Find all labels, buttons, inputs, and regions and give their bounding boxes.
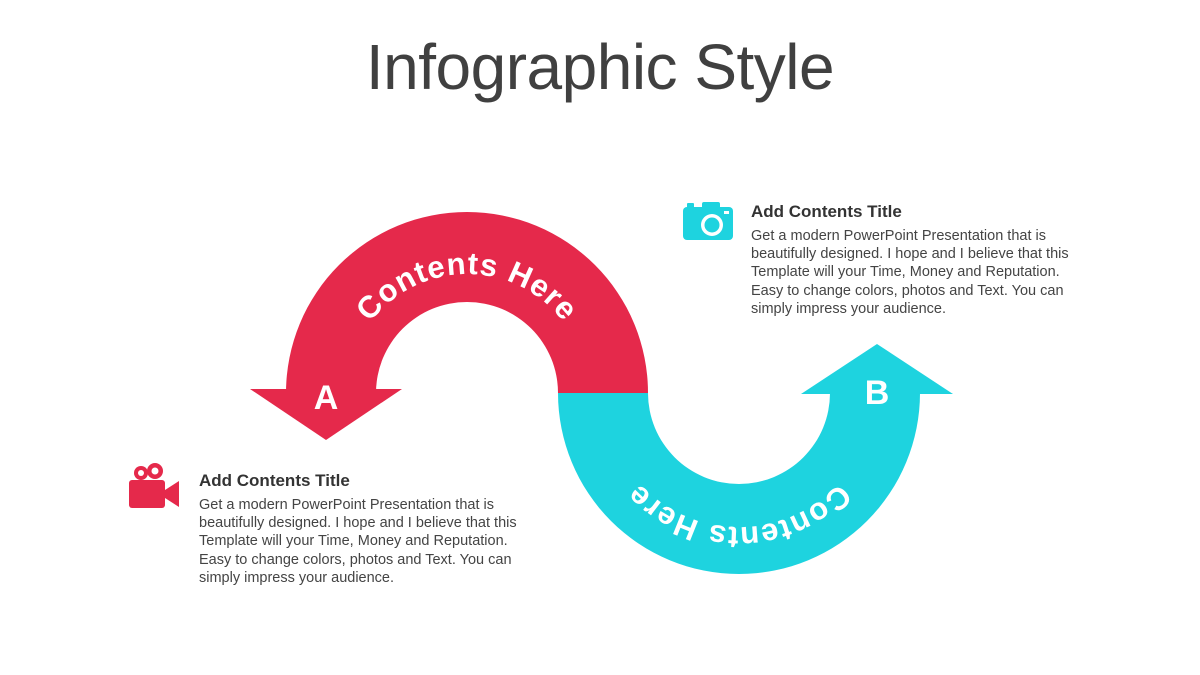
content-text-b: Get a modern PowerPoint Presentation tha… (751, 228, 1069, 317)
arrow-b-head (801, 344, 953, 394)
arrow-a-letter: A (314, 379, 339, 417)
arrow-a-head (250, 389, 402, 440)
arrow-b-letter: B (865, 374, 890, 412)
content-text-a: Get a modern PowerPoint Presentation tha… (199, 497, 517, 586)
arrow-b: B Contents Here (558, 344, 953, 574)
arrow-a-arc (286, 212, 648, 393)
content-title-a: Add Contents Title (199, 471, 350, 490)
camera-icon (683, 202, 733, 240)
content-block-b: Add Contents Title Get a modern PowerPoi… (751, 202, 1081, 318)
arrow-b-arc (558, 393, 920, 574)
video-camera-icon (129, 463, 179, 508)
content-block-a: Add Contents Title Get a modern PowerPoi… (199, 471, 529, 587)
content-title-b: Add Contents Title (751, 202, 902, 221)
page-title: Infographic Style (365, 31, 835, 103)
